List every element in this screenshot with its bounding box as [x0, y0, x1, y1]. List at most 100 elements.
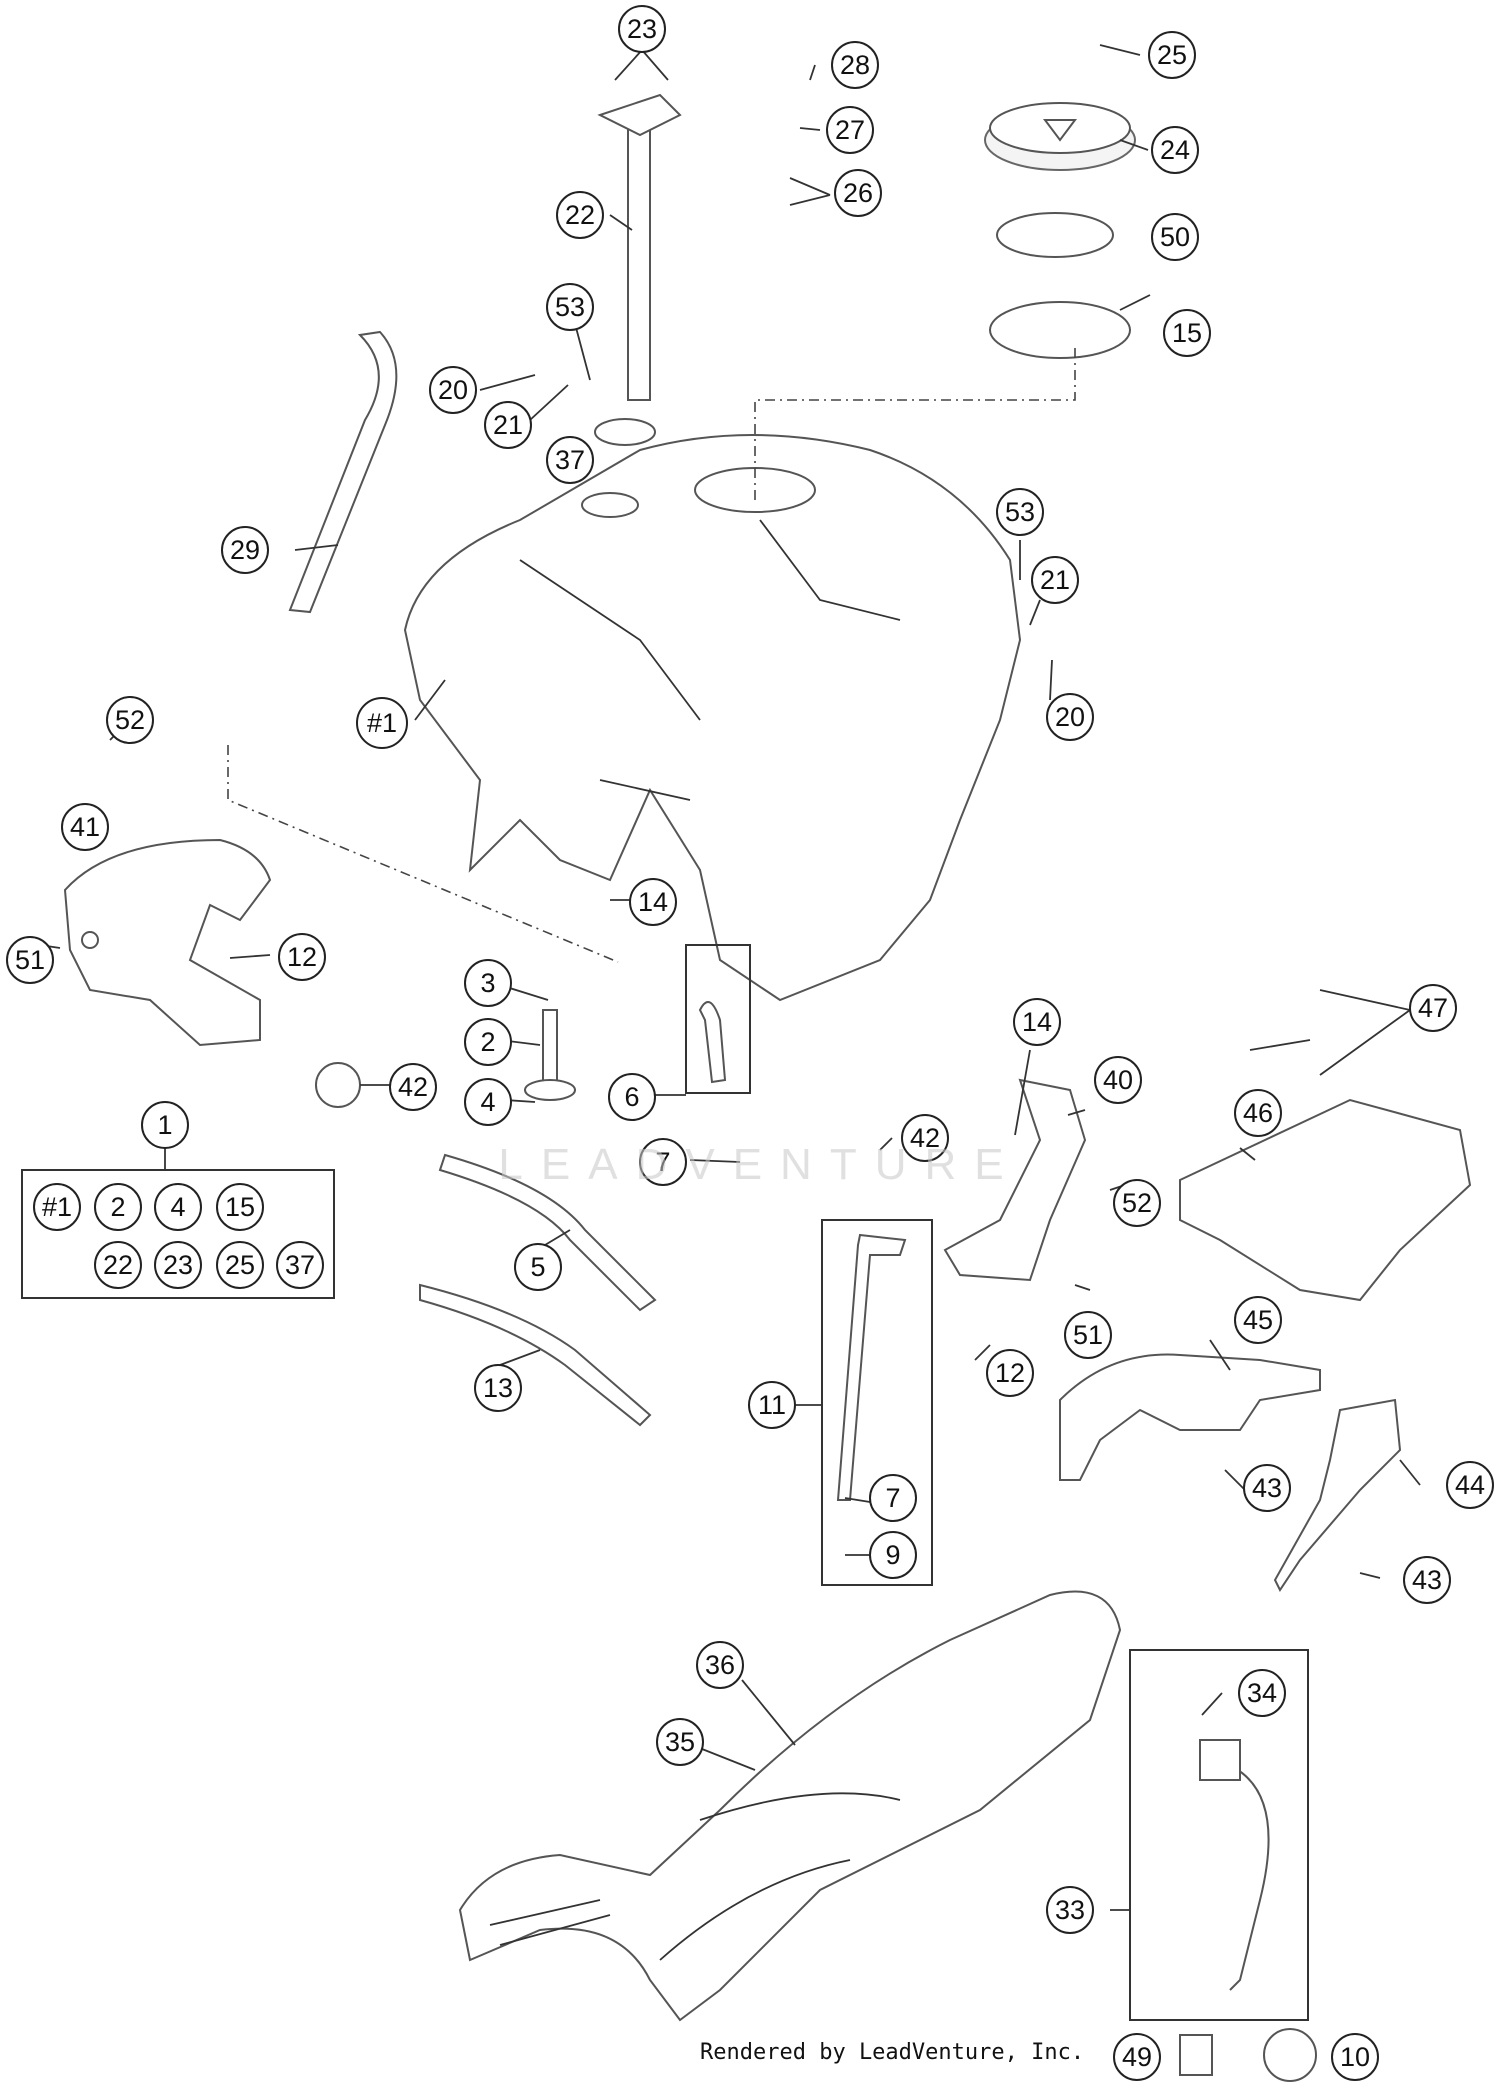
- svg-text:25: 25: [225, 1250, 255, 1280]
- svg-text:23: 23: [163, 1250, 193, 1280]
- svg-text:#1: #1: [42, 1192, 72, 1222]
- svg-text:52: 52: [115, 705, 145, 735]
- callout-51: 51: [6, 936, 54, 984]
- callout-12: 12: [278, 933, 326, 981]
- svg-text:35: 35: [665, 1727, 695, 1757]
- svg-text:53: 53: [555, 292, 585, 322]
- svg-text:47: 47: [1418, 993, 1448, 1023]
- fuel-cap: [984, 102, 1136, 171]
- svg-text:51: 51: [15, 945, 45, 975]
- callout-50: 50: [1151, 213, 1199, 261]
- svg-text:15: 15: [225, 1192, 255, 1222]
- svg-text:53: 53: [1005, 497, 1035, 527]
- svg-text:12: 12: [287, 942, 317, 972]
- svg-text:25: 25: [1157, 40, 1187, 70]
- callout-14b: 14: [1013, 998, 1061, 1046]
- svg-text:20: 20: [438, 375, 468, 405]
- fuel-hose: [698, 1001, 727, 1084]
- callout-52b: 52: [1113, 1179, 1161, 1227]
- callout-42b: 42: [901, 1114, 949, 1162]
- svg-text:3: 3: [480, 968, 495, 998]
- svg-text:23: 23: [627, 14, 657, 44]
- callout-26: 26: [834, 169, 882, 217]
- svg-text:28: 28: [840, 50, 870, 80]
- overflow-hose-box: [821, 1219, 933, 1586]
- svg-text:22: 22: [103, 1250, 133, 1280]
- callout-46: 46: [1234, 1089, 1282, 1137]
- callout-44: 44: [1446, 1461, 1494, 1509]
- svg-text:2: 2: [110, 1192, 125, 1222]
- svg-text:11: 11: [758, 1390, 786, 1420]
- svg-text:41: 41: [70, 812, 100, 842]
- svg-text:45: 45: [1243, 1305, 1273, 1335]
- svg-text:7: 7: [655, 1147, 670, 1177]
- svg-text:43: 43: [1252, 1473, 1282, 1503]
- seat-lock-cable: [1214, 1759, 1270, 1991]
- tank-ring: [989, 301, 1131, 359]
- callout-24: 24: [1151, 126, 1199, 174]
- overflow-hose: [836, 1233, 907, 1501]
- tank-bracket: [943, 1078, 1087, 1282]
- svg-text:52: 52: [1122, 1188, 1152, 1218]
- svg-text:43: 43: [1412, 1565, 1442, 1595]
- callout-11: 11: [748, 1381, 796, 1429]
- callout-2: 2: [464, 1018, 512, 1066]
- callout-49: 49: [1113, 2033, 1161, 2081]
- callout-43b: 43: [1403, 1556, 1451, 1604]
- svg-text:10: 10: [1340, 2042, 1370, 2072]
- callout-47: 47: [1409, 984, 1457, 1032]
- luggage-rack: [1179, 1098, 1472, 1302]
- callout-1: 1: [141, 1101, 189, 1149]
- callout-51b: 51: [1064, 1311, 1112, 1359]
- breather-hose: [288, 330, 398, 614]
- grommet: [315, 1062, 361, 1108]
- svg-text:22: 22: [565, 200, 595, 230]
- callout-12b: 12: [986, 1349, 1034, 1397]
- callout-41: 41: [61, 803, 109, 851]
- svg-text:42: 42: [910, 1123, 940, 1153]
- cap-alignment-line: [754, 345, 1076, 500]
- svg-text:21: 21: [493, 410, 523, 440]
- svg-text:49: 49: [1122, 2042, 1152, 2072]
- seat-lock: [1199, 1739, 1241, 1781]
- callout-36: 36: [696, 1641, 744, 1689]
- svg-text:51: 51: [1073, 1320, 1103, 1350]
- svg-text:9: 9: [885, 1540, 900, 1570]
- callout-14: 14: [629, 878, 677, 926]
- kit-item-37: 37: [276, 1241, 324, 1289]
- callout-21: 21: [484, 401, 532, 449]
- kit-item-23: 23: [154, 1241, 202, 1289]
- svg-text:46: 46: [1243, 1098, 1273, 1128]
- kit-item-15: 15: [216, 1183, 264, 1231]
- callout-5: 5: [514, 1243, 562, 1291]
- svg-text:33: 33: [1055, 1895, 1085, 1925]
- svg-text:21: 21: [1040, 565, 1070, 595]
- svg-text:24: 24: [1160, 135, 1190, 165]
- seat-lock-box: [1129, 1649, 1309, 2021]
- seat: [458, 1590, 1122, 2022]
- kit-item-tank: #1: [33, 1183, 81, 1231]
- callout-42: 42: [389, 1063, 437, 1111]
- filler-tube: [597, 93, 682, 401]
- callout-6: 6: [608, 1073, 656, 1121]
- callout-40: 40: [1094, 1056, 1142, 1104]
- callout-9: 9: [869, 1531, 917, 1579]
- callout-23: 23: [618, 5, 666, 53]
- callout-53b: 53: [996, 488, 1044, 536]
- callout-35: 35: [656, 1718, 704, 1766]
- svg-text:44: 44: [1455, 1470, 1485, 1500]
- callout-52: 52: [106, 696, 154, 744]
- callout-15: 15: [1163, 309, 1211, 357]
- svg-text:2: 2: [480, 1027, 495, 1057]
- callout-20b: 20: [1046, 693, 1094, 741]
- callout-22: 22: [556, 191, 604, 239]
- svg-text:40: 40: [1103, 1065, 1133, 1095]
- callout-21b: 21: [1031, 556, 1079, 604]
- kit-box: [21, 1169, 335, 1299]
- callout-4: 4: [464, 1078, 512, 1126]
- lock-cylinder: [1179, 2034, 1213, 2076]
- tank-trim-strip: [419, 1283, 652, 1427]
- callout-37: 37: [546, 436, 594, 484]
- svg-text:6: 6: [624, 1082, 639, 1112]
